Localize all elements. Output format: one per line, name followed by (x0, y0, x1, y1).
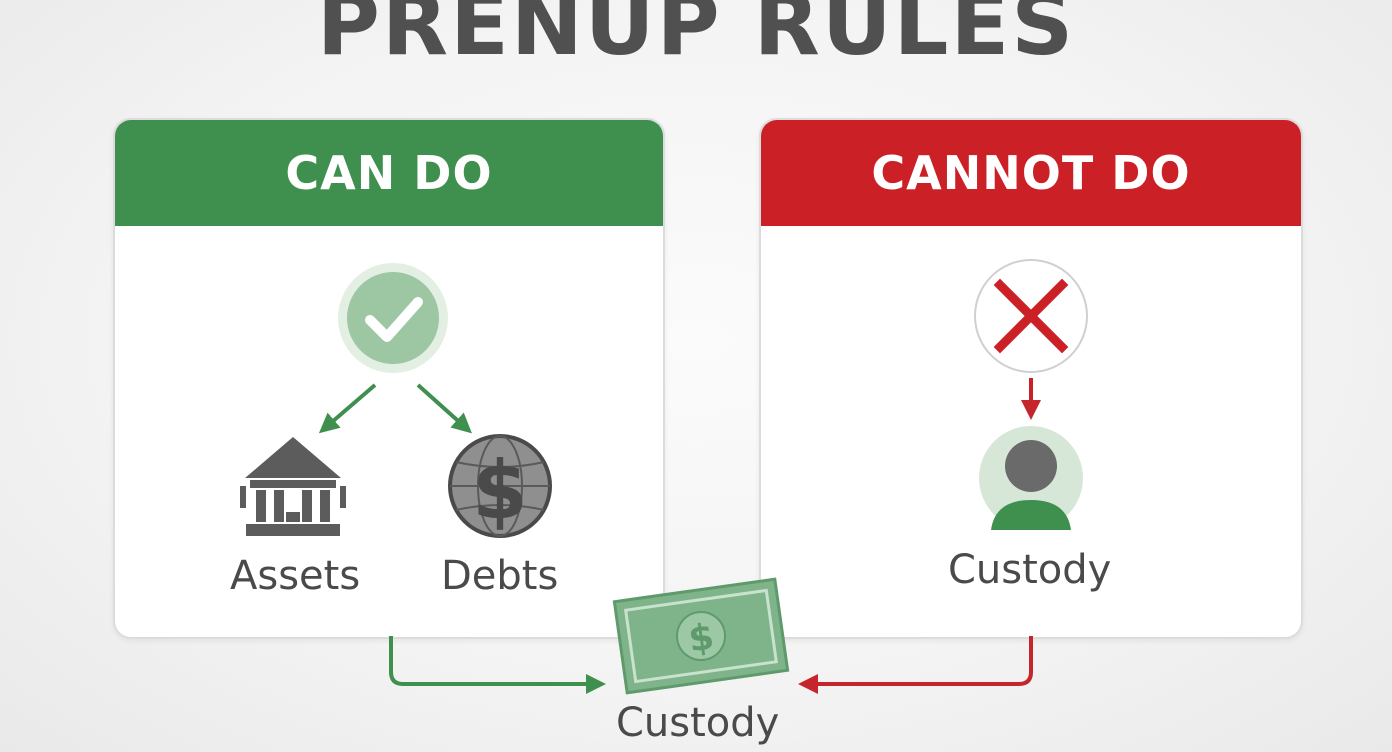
can-do-header: CAN DO (115, 120, 663, 226)
bottom-custody-label: Custody (616, 700, 780, 746)
dollar-globe-icon: $ (448, 434, 552, 538)
assets-label: Assets (230, 553, 361, 599)
money-bill-icon: $ (612, 577, 790, 695)
bottom-connectors (389, 636, 1033, 694)
svg-text:$: $ (472, 444, 528, 537)
can-do-branch-arrows (318, 383, 472, 434)
svg-text:$: $ (686, 616, 717, 660)
can-do-panel: CAN DO (113, 118, 665, 639)
x-icon (974, 259, 1088, 373)
person-icon (979, 426, 1083, 530)
custody-label: Custody (948, 547, 1112, 593)
bank-icon (240, 437, 346, 536)
cannot-do-header: CANNOT DO (761, 120, 1301, 226)
debts-label: Debts (441, 553, 559, 599)
page-title: PRENUP RULES (316, 0, 1076, 75)
check-icon (338, 263, 448, 373)
